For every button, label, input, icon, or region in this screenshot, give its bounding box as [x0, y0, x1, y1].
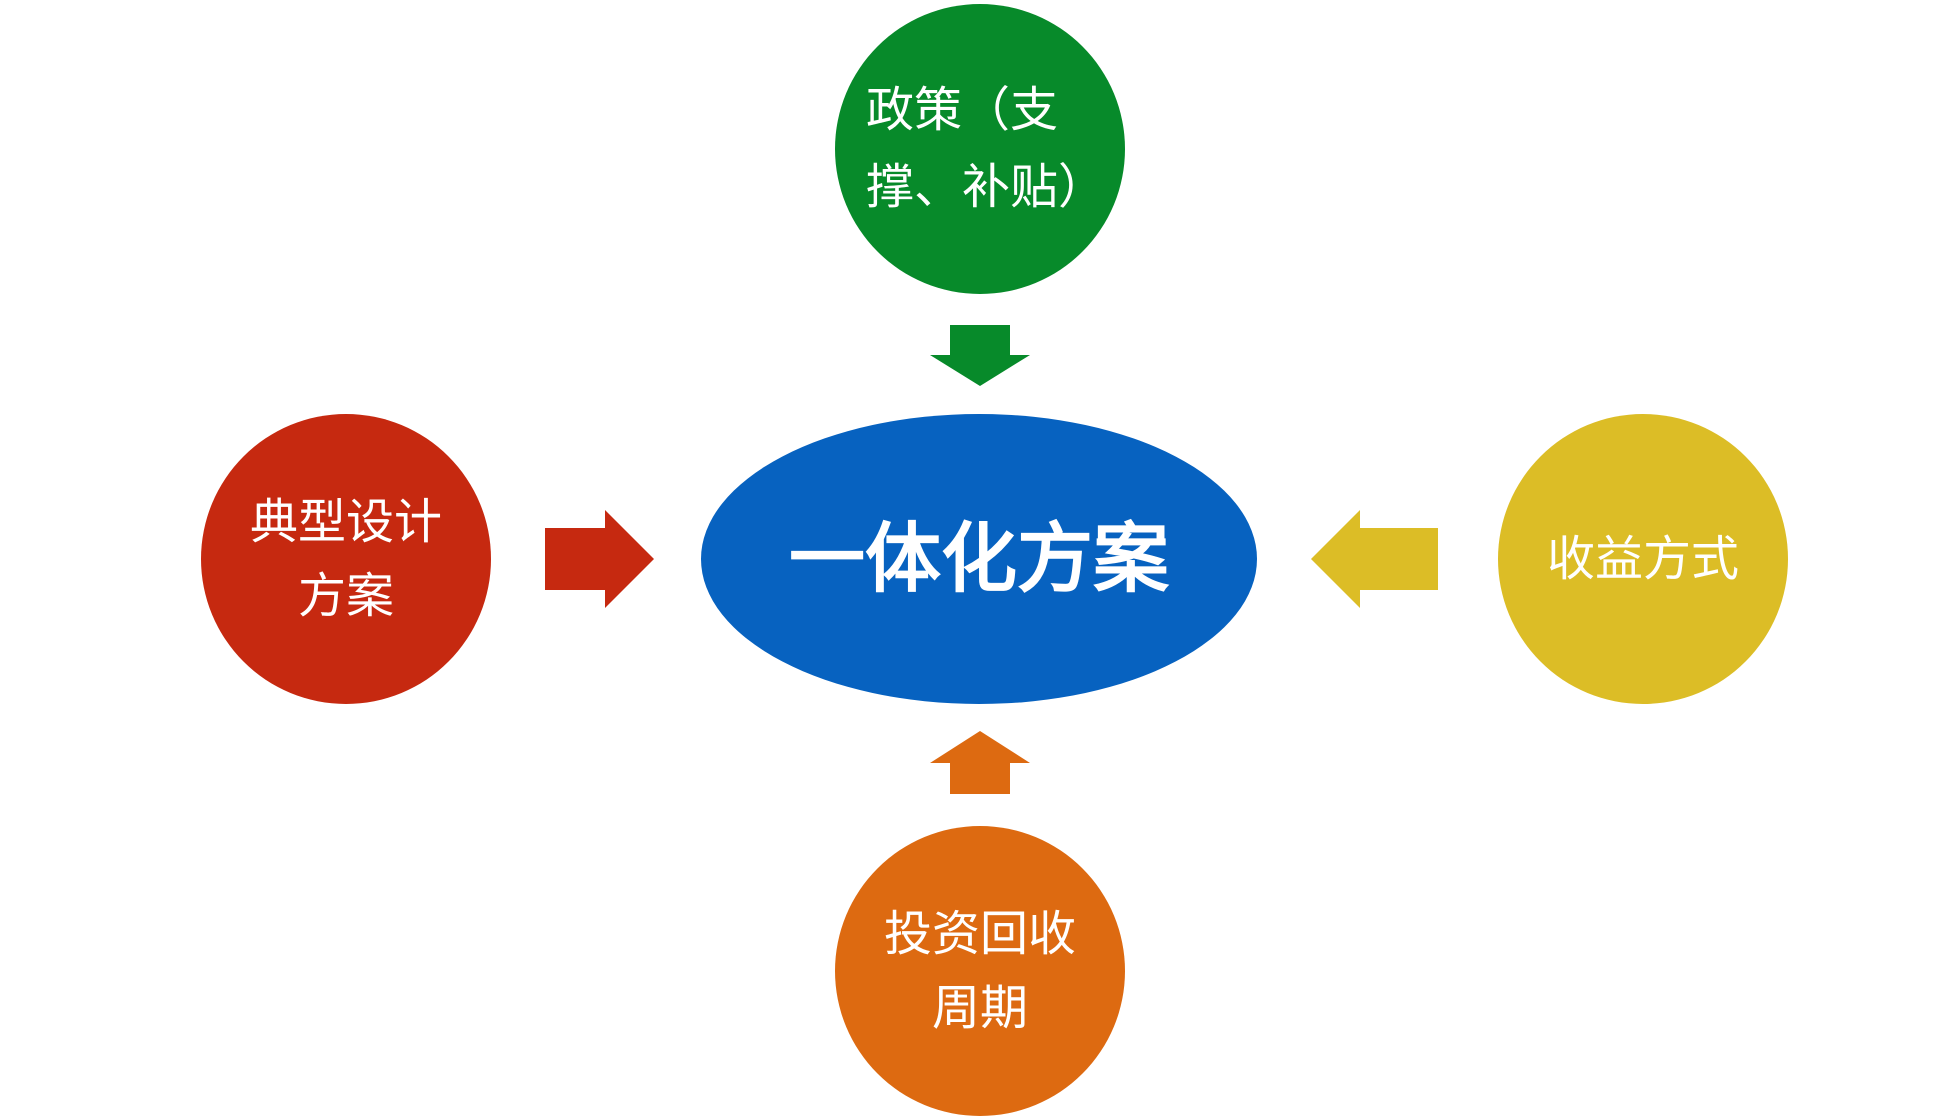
node-payback-period: 投资回收 周期: [835, 826, 1125, 1116]
arrow-payback-to-center: [930, 731, 1030, 794]
node-revenue-method: 收益方式: [1498, 414, 1788, 704]
node-policy: 政策（支 撑、补贴）: [835, 4, 1125, 294]
arrow-policy-to-center: [930, 325, 1030, 386]
arrow-design-to-center: [545, 510, 654, 608]
node-payback-period-label: 投资回收 周期: [883, 905, 1076, 1036]
node-typical-design-label: 典型设计 方案: [249, 493, 442, 624]
center-node-label: 一体化方案: [789, 514, 1169, 604]
node-typical-design: 典型设计 方案: [201, 414, 491, 704]
center-node-integrated-solution: 一体化方案: [701, 414, 1257, 704]
node-revenue-method-label: 收益方式: [1546, 530, 1739, 587]
node-policy-label: 政策（支 撑、补贴）: [865, 82, 1106, 215]
arrow-revenue-to-center: [1311, 510, 1438, 608]
